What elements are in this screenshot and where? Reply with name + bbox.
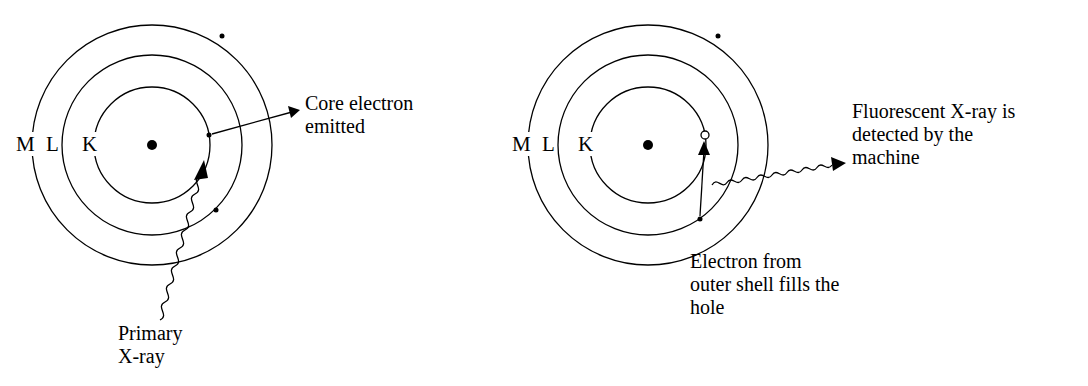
shell-label: L xyxy=(44,132,61,156)
electron xyxy=(207,133,212,138)
fluorescent-xray-wave xyxy=(712,165,832,185)
hole xyxy=(701,131,709,139)
transition-arrow xyxy=(700,150,704,216)
electron xyxy=(698,217,703,222)
primary-xray-wave xyxy=(160,176,200,320)
arrow-head xyxy=(288,106,300,118)
shell-label: L xyxy=(540,132,557,156)
nucleus xyxy=(643,140,653,150)
electron xyxy=(716,34,721,39)
callout-text: Core electron emitted xyxy=(305,92,455,138)
arrow-head xyxy=(831,157,846,171)
electron-shells xyxy=(528,25,768,265)
emission-arrow xyxy=(212,112,292,134)
callout-text: Fluorescent X-ray is detected by the mac… xyxy=(852,100,1027,169)
electron-shells xyxy=(32,25,272,265)
callout-text: Primary X-ray xyxy=(118,322,198,368)
shell-label: K xyxy=(576,132,595,156)
shell-label: M xyxy=(510,132,533,156)
callout-text: Electron from outer shell fills the hole xyxy=(690,250,840,319)
nucleus xyxy=(147,140,157,150)
shell-label: K xyxy=(80,132,99,156)
electron xyxy=(214,208,219,213)
arrow-head xyxy=(194,160,208,180)
electron xyxy=(220,34,225,39)
arrow-head xyxy=(698,141,710,155)
shell-label: M xyxy=(14,132,37,156)
